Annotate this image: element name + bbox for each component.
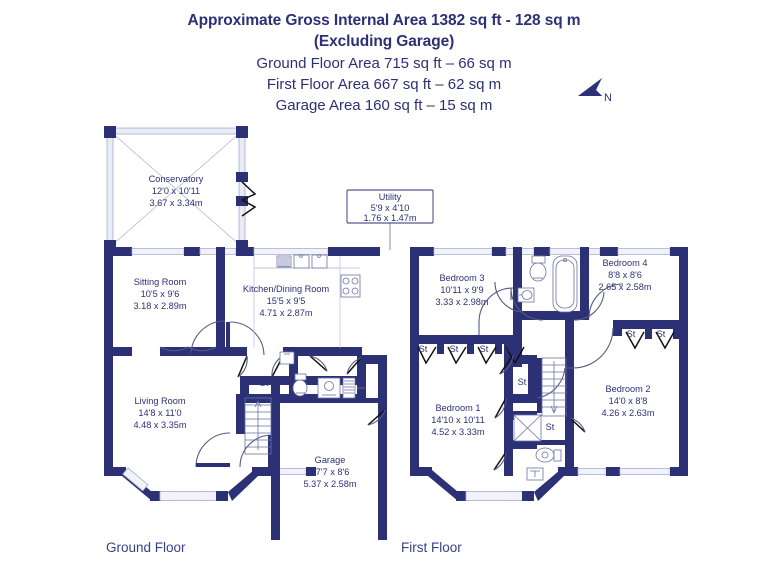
closet-label-st-8: St — [546, 422, 555, 432]
room-label-bedroom-3: Bedroom 3 — [440, 273, 485, 283]
room-dim-met-bedroom-3: 3.33 x 2.98m — [435, 297, 488, 307]
title-gross-area: Approximate Gross Internal Area 1382 sq … — [187, 12, 581, 29]
ground-floor-plan: Conservatory 12'0 x 10'11 3.67 x 3.34m — [104, 126, 434, 540]
first-stairs — [541, 357, 567, 417]
ground-fixtures — [244, 254, 365, 455]
compass-icon — [578, 78, 602, 96]
first-wc-lower — [535, 447, 562, 463]
closet-label-st-1: St — [419, 344, 428, 354]
room-label-garage: Garage — [315, 455, 346, 465]
callout-dim-imp-utility: 5'9 x 4'10 — [371, 203, 410, 213]
room-dim-imp-conservatory: 12'0 x 10'11 — [152, 186, 200, 196]
first-fixtures — [513, 255, 578, 481]
room-dim-imp-bedroom-3: 10'11 x 9'9 — [440, 285, 483, 295]
closet-label-st-6: St — [657, 329, 666, 339]
garage-area-text: Garage Area 160 sq ft – 15 sq m — [275, 97, 493, 114]
room-dim-imp-kitchen-dining: 15'5 x 9'5 — [267, 296, 306, 306]
room-label-bedroom-1: Bedroom 1 — [436, 403, 481, 413]
room-dim-imp-bedroom-2: 14'0 x 8'8 — [609, 396, 648, 406]
first-door-swings — [417, 281, 675, 471]
compass-label: N — [604, 92, 612, 104]
closet-label-st-3: St — [480, 344, 489, 354]
room-label-bedroom-2: Bedroom 2 — [606, 384, 651, 394]
room-label-sitting-room: Sitting Room — [134, 277, 187, 287]
room-dim-imp-garage: 17'7 x 8'6 — [311, 467, 350, 477]
room-dim-met-garage: 5.37 x 2.58m — [303, 479, 356, 489]
ground-door-swings — [159, 320, 386, 468]
title-excluding-garage: (Excluding Garage) — [313, 33, 455, 50]
room-label-bedroom-4: Bedroom 4 — [603, 258, 648, 268]
room-dim-imp-bedroom-1: 14'10 x 10'11 — [431, 415, 484, 425]
callout-label-utility: Utility — [379, 192, 402, 202]
callout-dim-met-utility: 1.76 x 1.47m — [363, 213, 416, 223]
room-dim-met-kitchen-dining: 4.71 x 2.87m — [259, 308, 312, 318]
room-dim-met-conservatory: 3.67 x 3.34m — [149, 198, 202, 208]
room-dim-met-bedroom-1: 4.52 x 3.33m — [431, 427, 484, 437]
room-dim-met-bedroom-4: 2.65 x 2.58m — [598, 282, 651, 292]
room-dim-imp-living-room: 14'8 x 11'0 — [138, 408, 181, 418]
floor-label-first: First Floor — [401, 540, 462, 555]
closet-label-st-4: St — [504, 344, 513, 354]
ground-floor-area-text: Ground Floor Area 715 sq ft – 66 sq m — [256, 55, 512, 72]
closet-label-ground-st: St — [260, 378, 269, 388]
room-dim-imp-sitting-room: 10'5 x 9'6 — [141, 289, 180, 299]
room-dim-met-living-room: 4.48 x 3.35m — [133, 420, 186, 430]
closet-label-st-2: St — [450, 344, 459, 354]
room-label-kitchen-dining: Kitchen/Dining Room — [243, 284, 330, 294]
room-dim-met-sitting-room: 3.18 x 2.89m — [133, 301, 186, 311]
utility-callout — [346, 189, 434, 250]
first-floor-plan: Bedroom 3 10'11 x 9'9 3.33 x 2.98m Bedro… — [410, 247, 688, 501]
closet-label-st-7: St — [518, 377, 527, 387]
closet-label-st-5: St — [627, 329, 636, 339]
room-dim-imp-bedroom-4: 8'8 x 8'6 — [608, 270, 642, 280]
floor-label-ground: Ground Floor — [106, 540, 186, 555]
room-dim-met-bedroom-2: 4.26 x 2.63m — [601, 408, 654, 418]
ground-stairs — [244, 397, 272, 455]
room-label-conservatory: Conservatory — [149, 174, 204, 184]
room-label-living-room: Living Room — [134, 396, 185, 406]
first-floor-area-text: First Floor Area 667 sq ft – 62 sq m — [266, 76, 502, 93]
